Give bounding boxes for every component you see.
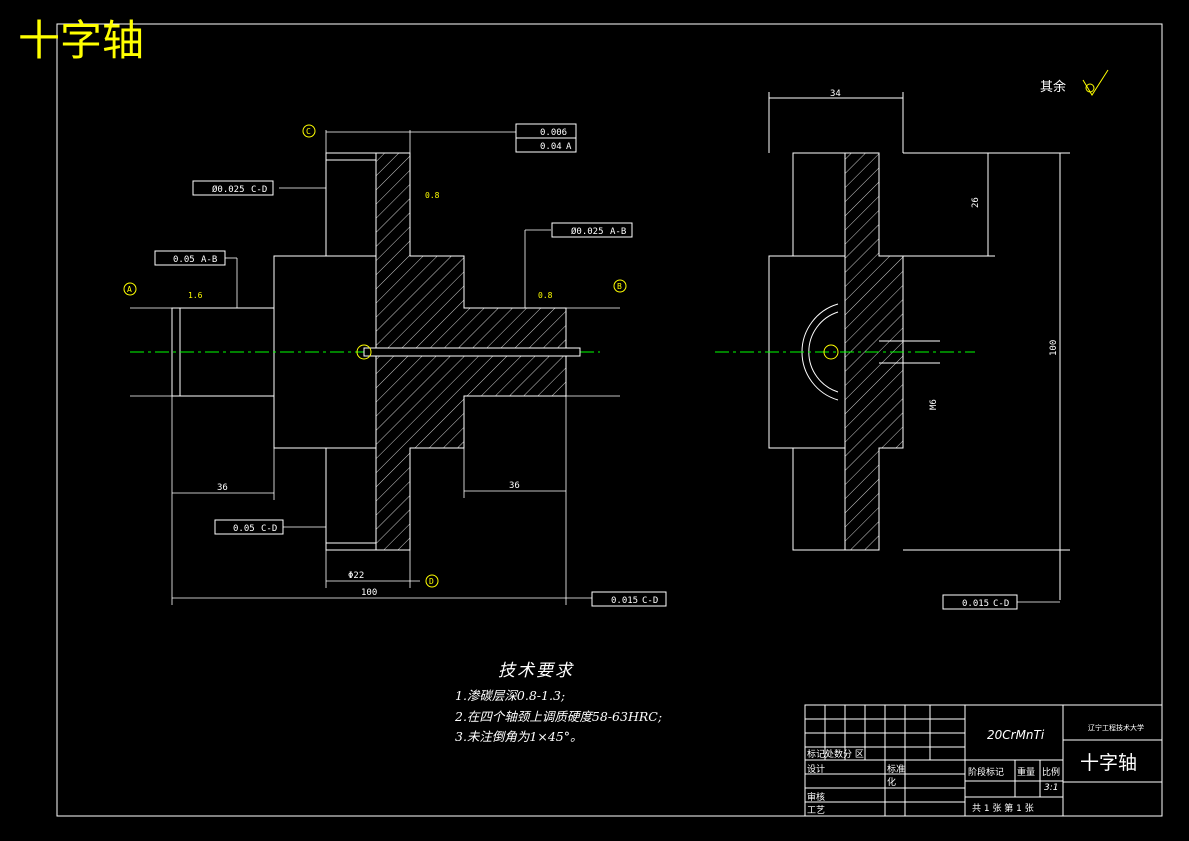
part-name-label: 十字轴 <box>1080 752 1138 774</box>
conc-left-value: Ø0.025 <box>212 184 245 195</box>
sym-left-datum: C-D <box>642 596 658 606</box>
side-view <box>715 92 1070 600</box>
runout-a-datum: A-B <box>201 255 217 265</box>
datum-markers <box>123 124 627 588</box>
requirement-line: 1.渗碳层深0.8-1.3; <box>455 688 566 703</box>
dim-dia-bottom: Φ22 <box>348 571 364 581</box>
datum-d: D <box>429 577 434 586</box>
dimension-lines <box>130 130 1060 605</box>
design-label: 设计 <box>807 765 826 775</box>
perp-datum: A <box>566 142 572 152</box>
row-mark-label: 标记处数分 区 <box>807 750 864 760</box>
scale-value: 3:1 <box>1044 783 1059 793</box>
front-view <box>130 152 600 551</box>
drawing-title: 十字轴 <box>18 16 145 65</box>
roughness-2: 0.8 <box>538 291 553 300</box>
school-label: 辽宁工程技术大学 <box>1088 724 1144 732</box>
sym-right-value: 0.015 <box>962 599 989 609</box>
title-block <box>804 704 1163 817</box>
stage-label: 阶段标记 <box>968 768 1005 778</box>
gdt-frames <box>154 123 1018 610</box>
datum-b: B <box>617 282 622 291</box>
sym-right-datum: C-D <box>993 599 1009 609</box>
drawing-border <box>56 23 1163 817</box>
dim-total: 100 <box>361 588 377 598</box>
perp-value: 0.04 <box>540 142 562 152</box>
std-label: 标准化 <box>887 765 906 788</box>
datum-c: C <box>306 127 311 136</box>
runout-a-value: 0.05 <box>173 255 195 265</box>
finish-symbol <box>1082 69 1109 96</box>
dim-side-total: 100 <box>1049 340 1059 356</box>
surface-finish-label: 其余 <box>1040 80 1067 95</box>
dim-thread: M6 <box>929 399 939 410</box>
requirement-line: 3.未注倒角为1×45°。 <box>455 729 583 744</box>
roughness-3: 0.8 <box>425 191 440 200</box>
conc-left-datum: C-D <box>251 185 267 195</box>
review-label: 审核 <box>807 793 826 803</box>
sheet-count: 共 1 张 第 1 张 <box>972 804 1034 814</box>
requirements-title: 技术要求 <box>498 661 574 681</box>
dim-side-width: 34 <box>830 89 841 99</box>
dim-side-flange: 26 <box>971 197 981 208</box>
oil-hole <box>363 347 581 357</box>
datum-a: A <box>127 285 132 294</box>
roughness-1: 1.6 <box>188 291 203 300</box>
bottom-arm <box>325 447 377 551</box>
flatness-value: 0.006 <box>540 128 567 138</box>
conc-right-datum: A-B <box>610 227 626 237</box>
process-label: 工艺 <box>807 806 826 816</box>
dim-len-right: 36 <box>509 481 520 491</box>
material-label: 20CrMnTi <box>987 728 1045 742</box>
runout-c-datum: C-D <box>261 524 277 534</box>
sym-left-value: 0.015 <box>611 596 638 606</box>
dim-len-left: 36 <box>217 483 228 493</box>
weight-label: 重量 <box>1017 768 1036 778</box>
scale-label: 比例 <box>1042 768 1061 778</box>
top-arm <box>325 152 377 257</box>
conc-right-value: Ø0.025 <box>571 226 604 237</box>
runout-c-value: 0.05 <box>233 524 255 534</box>
requirement-line: 2.在四个轴颈上调质硬度58-63HRC; <box>455 709 663 724</box>
